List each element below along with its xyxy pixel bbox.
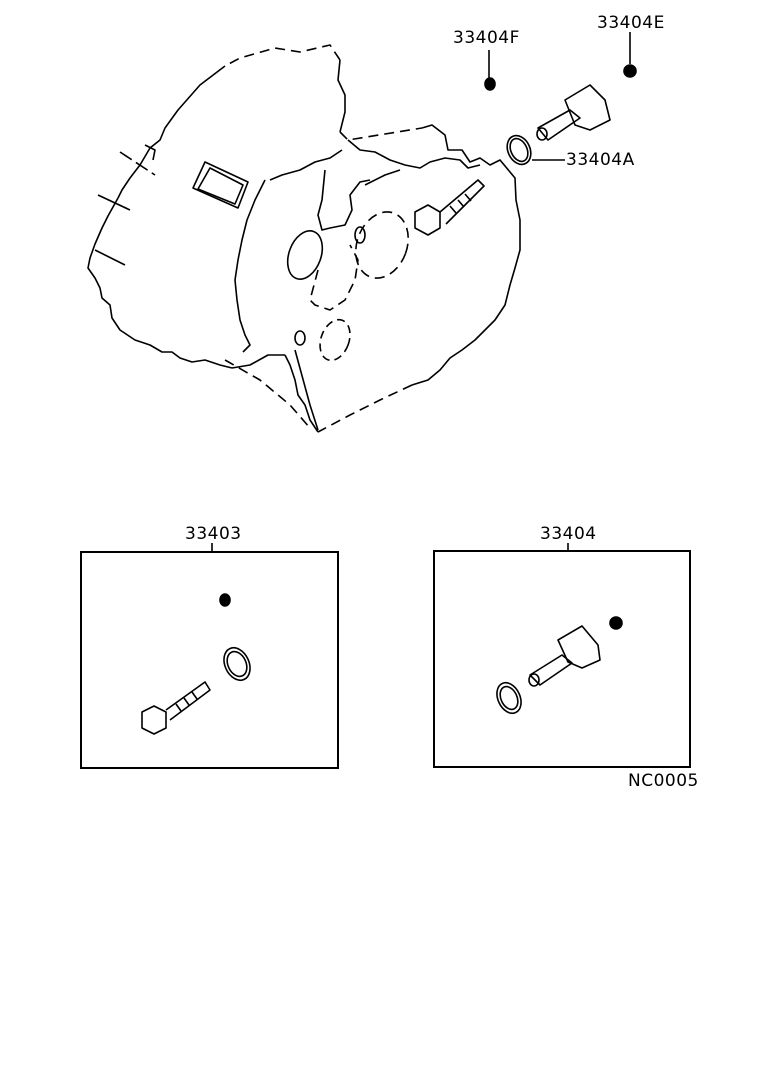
kit-33404-sleeve <box>528 625 601 687</box>
clutch-housing-outline <box>224 44 341 67</box>
figure-code: NC0005 <box>628 771 699 791</box>
kit-label-33403: 33403 <box>185 524 242 544</box>
kit-box-33404 <box>433 550 691 768</box>
speedometer-sleeve <box>536 84 611 141</box>
transmission-case-outline <box>339 127 423 141</box>
kit-33403-clip <box>219 593 231 607</box>
kit-33403-o-ring <box>223 646 251 682</box>
part-33404F-clip <box>484 77 496 91</box>
kit-box-33403 <box>80 551 339 769</box>
kit-33403-shaft <box>141 681 211 735</box>
bearing-bore-1 <box>286 230 324 280</box>
kit-label-33404: 33404 <box>540 524 597 544</box>
bearing-bore-3 <box>319 318 351 362</box>
callout-33404F: 33404F <box>453 28 520 48</box>
kit-33404-o-ring <box>496 681 522 715</box>
callout-33404E: 33404E <box>597 13 665 33</box>
part-33404E-oil-seal <box>623 64 637 78</box>
part-33404A-o-ring <box>506 134 532 166</box>
installed-driven-gear-shaft <box>414 179 485 236</box>
bearing-bore-2 <box>354 211 410 279</box>
kit-33404-oil-seal <box>609 616 623 630</box>
inspection-window <box>192 161 249 209</box>
callout-33404A: 33404A <box>566 150 635 170</box>
